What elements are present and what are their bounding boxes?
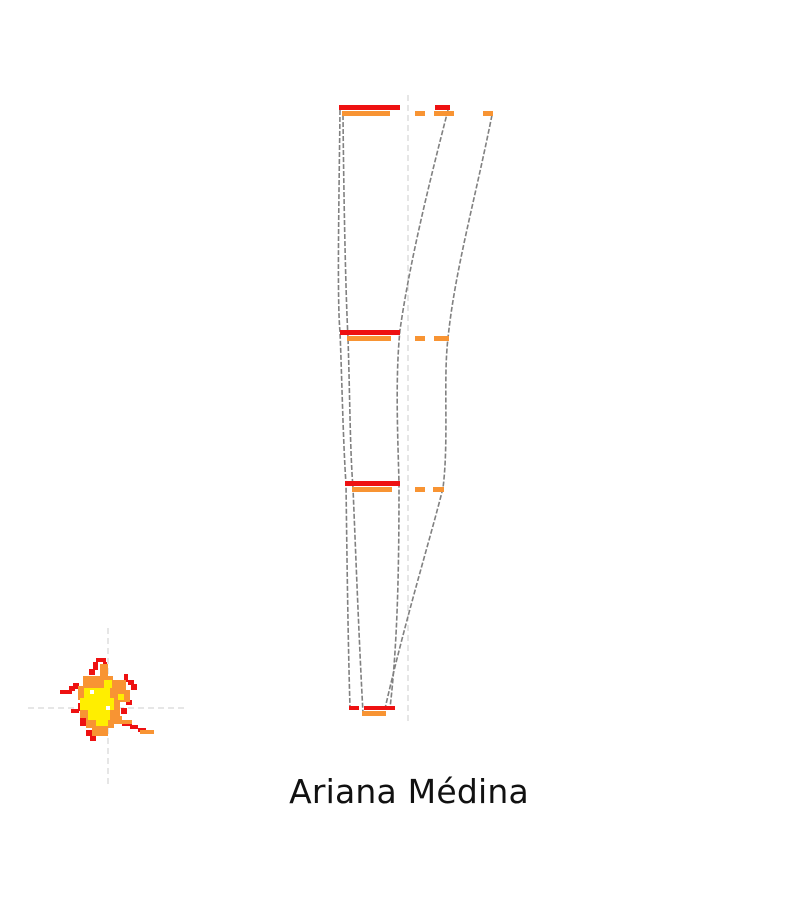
bar-secondary [342,111,390,116]
bar-primary [340,330,400,335]
bar-primary [435,105,450,110]
connector-left-inner [342,114,364,714]
bar-secondary [415,111,425,116]
bar-secondary [352,487,392,492]
bar-primary [345,481,400,486]
bar-secondary [362,711,386,716]
bar-row-1 [339,105,493,116]
bar-secondary [483,111,493,116]
bar-primary [364,706,395,710]
bar-secondary [347,336,391,341]
pixel-blob-icon [60,658,154,741]
bar-primary [349,706,359,710]
bar-secondary [433,487,444,492]
connector-right [383,114,493,714]
bar-row-3 [345,481,444,492]
name-label: Ariana Médina [289,772,529,811]
bar-row-2 [340,330,449,341]
connector-left-outer [337,109,351,709]
bar-secondary [415,336,425,341]
bar-primary [339,105,400,110]
bar-secondary [415,487,425,492]
connector-mid [389,109,449,709]
bar-row-4 [349,706,395,716]
bar-secondary [434,111,454,116]
bar-secondary [434,336,449,341]
connector-lines [337,109,493,714]
